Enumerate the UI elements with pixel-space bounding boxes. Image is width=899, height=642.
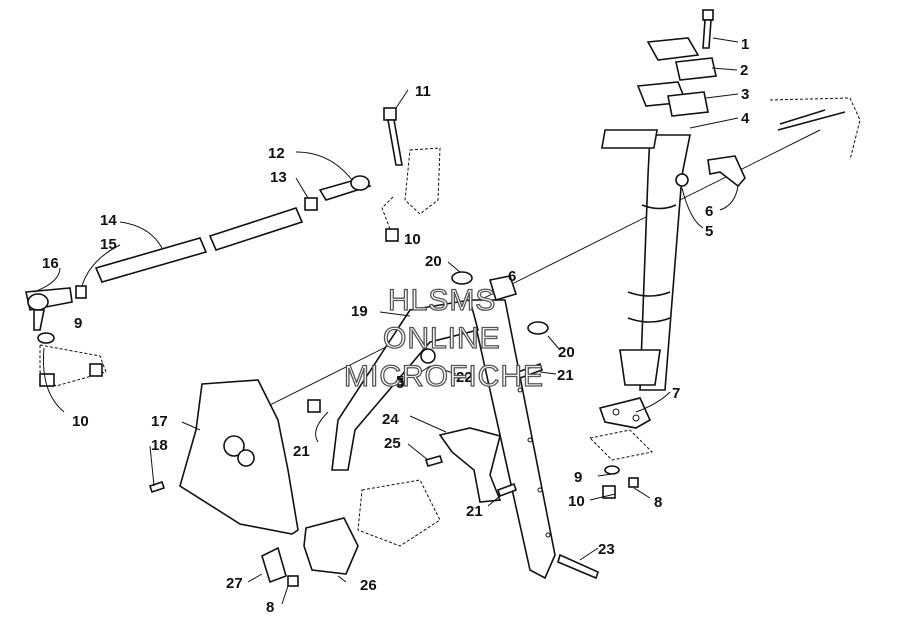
callout-17: 17 — [151, 413, 168, 430]
callout-15: 15 — [100, 236, 117, 253]
module-26 — [303, 517, 359, 575]
spacer-22 — [420, 348, 436, 364]
bolt-21-lower — [496, 482, 518, 498]
bracket-27 — [261, 546, 287, 584]
callout-16: 16 — [42, 255, 59, 272]
callout-10-left: 10 — [72, 413, 89, 430]
callout-6-upper: 6 — [705, 203, 713, 220]
callout-6-mid: 6 — [508, 268, 516, 285]
callout-21-lower: 21 — [466, 503, 483, 520]
washer-9-right — [604, 465, 620, 475]
watermark-line-3: MICROFICHE — [344, 360, 544, 393]
washer-5-upper — [675, 173, 689, 187]
callout-26: 26 — [360, 577, 377, 594]
mount-outline — [588, 429, 654, 461]
callout-23: 23 — [598, 541, 615, 558]
leader-lines — [33, 37, 739, 605]
frame-tube-outline — [404, 147, 441, 215]
watermark-line-1: HLSMS — [388, 284, 496, 317]
callout-22: 22 — [456, 369, 473, 386]
callout-4: 4 — [741, 110, 750, 127]
screw-25 — [424, 455, 444, 467]
washer-20-right — [527, 321, 549, 335]
callout-14: 14 — [100, 212, 117, 229]
tie-rod-14 — [94, 207, 304, 283]
bolt-23 — [557, 553, 599, 580]
callout-8-lower: 8 — [266, 599, 274, 616]
clamp-block-2 — [646, 37, 717, 81]
screw-18 — [148, 480, 166, 494]
long-bolt — [777, 111, 846, 131]
bracket-6-upper — [707, 155, 746, 188]
nut-8-lower — [287, 575, 299, 587]
callout-21-left: 21 — [293, 443, 310, 460]
callout-8-right: 8 — [654, 494, 662, 511]
callout-9-right: 9 — [574, 469, 582, 486]
callout-7: 7 — [672, 385, 680, 402]
bolt-1 — [702, 9, 714, 49]
callout-11: 11 — [415, 83, 431, 100]
callout-19: 19 — [351, 303, 368, 320]
callout-21-right: 21 — [557, 367, 574, 384]
callout-27: 27 — [226, 575, 243, 592]
callout-18: 18 — [151, 437, 168, 454]
nut-21-left — [307, 399, 321, 413]
component-assembly — [357, 479, 441, 547]
clamp-block-3 — [636, 81, 709, 117]
washer-20-top — [451, 271, 473, 285]
callout-9-left: 9 — [74, 315, 82, 332]
watermark-line-2: ONLINE — [383, 322, 501, 355]
jam-nut-13 — [304, 197, 318, 211]
bolt-21-upper — [516, 362, 544, 380]
washer-9-left — [37, 332, 55, 344]
callout-5-frame: 5 — [396, 375, 404, 392]
pitman-arm-7 — [598, 397, 652, 429]
callout-5-upper: 5 — [705, 223, 713, 240]
nut-10-upper — [385, 228, 399, 242]
bracket-6-frame — [488, 275, 518, 301]
callout-13: 13 — [270, 169, 287, 186]
callout-1: 1 — [741, 36, 749, 53]
callout-20-right: 20 — [558, 344, 575, 361]
callout-20-top: 20 — [425, 253, 442, 270]
callout-12: 12 — [268, 145, 285, 162]
steering-column — [600, 129, 691, 391]
callout-2: 2 — [740, 62, 748, 79]
jam-nut-15 — [75, 285, 87, 299]
bolt-11 — [383, 107, 403, 166]
callout-5-mid: 5 — [396, 373, 404, 390]
support-frame-19 — [331, 299, 556, 580]
guide-line — [239, 129, 821, 421]
nut-8-right — [628, 477, 639, 488]
callout-10-upper: 10 — [404, 231, 421, 248]
callout-3: 3 — [741, 86, 749, 103]
callout-25: 25 — [384, 435, 401, 452]
callout-24: 24 — [382, 411, 399, 428]
bracket-24 — [438, 427, 502, 503]
frame-outline-right — [769, 97, 861, 161]
spindle-arm-outline — [39, 344, 107, 387]
callout-10-right: 10 — [568, 493, 585, 510]
nut-10-left — [39, 373, 55, 387]
